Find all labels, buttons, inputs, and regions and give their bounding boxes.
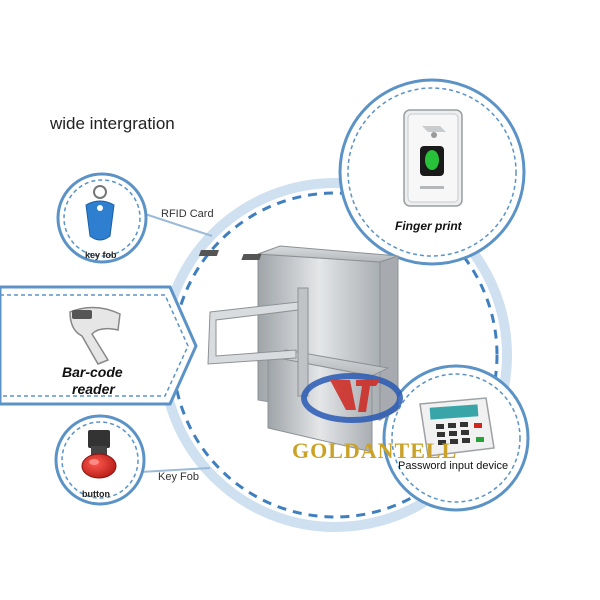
watermark-text: GOLDANTELL — [292, 438, 458, 463]
barcode-label-line1: Bar-code — [62, 364, 123, 380]
connector-lines — [139, 213, 213, 473]
barcode-label-line2: reader — [72, 381, 115, 397]
key-fob-circle — [56, 172, 148, 264]
fingerprint-reader-icon — [403, 109, 463, 207]
button-label: button — [82, 489, 110, 499]
key-fob-label: key fob — [85, 250, 117, 260]
keypad-icon — [419, 397, 495, 457]
password-circle — [382, 364, 530, 512]
rfid-card-label: RFID Card — [161, 208, 214, 220]
finger-print-label: Finger print — [395, 219, 462, 233]
key-fob-icon — [85, 185, 115, 241]
watermark-logo — [301, 373, 403, 423]
barcode-panel — [0, 285, 198, 406]
password-device-label: Password input device — [398, 460, 509, 472]
page-title: wide intergration — [50, 114, 175, 133]
key-fob-right-label: Key Fob — [158, 471, 199, 483]
emergency-button-icon — [81, 430, 117, 479]
button-circle — [54, 414, 146, 506]
barcode-scanner-icon — [69, 306, 121, 365]
fingerprint-circle — [338, 78, 526, 266]
